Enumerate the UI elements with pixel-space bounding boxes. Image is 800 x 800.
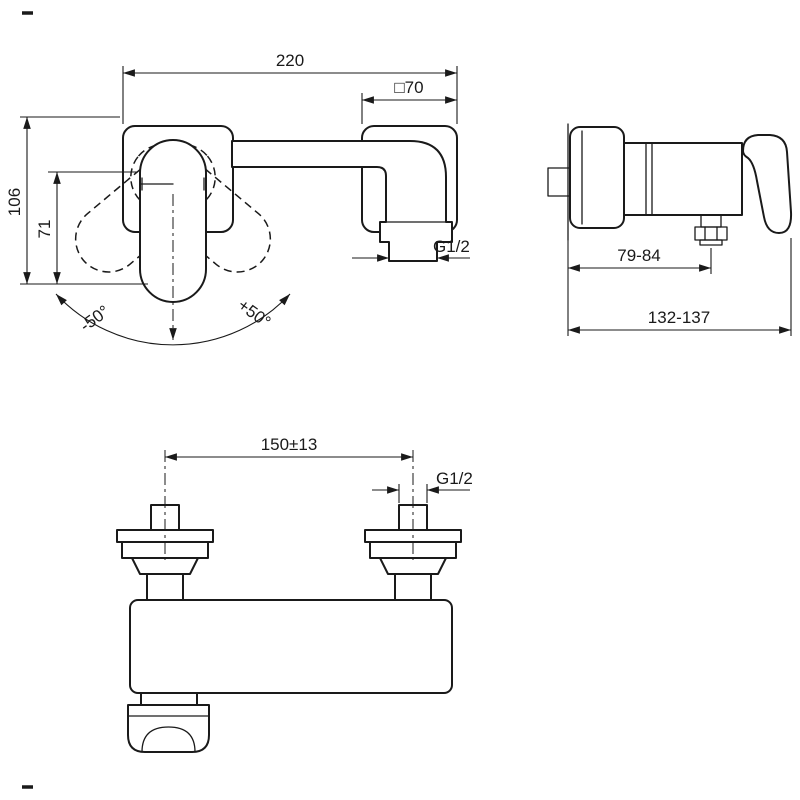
dim-outlet-thread: G1/2 [352, 237, 470, 262]
handle-side [742, 134, 793, 234]
dim-label-79-84: 79-84 [617, 246, 660, 265]
front-view: 220 □70 106 71 G1/2 [5, 51, 470, 346]
spout [231, 140, 453, 262]
dim-label-g12-shower: G1/2 [436, 469, 473, 488]
shower-view: 150±13 G1/2 [116, 435, 473, 753]
inlet-neck-right [394, 573, 432, 601]
dim-label-106: 106 [5, 188, 24, 216]
dim-label-71: 71 [35, 220, 54, 239]
handle-phantom-right [74, 143, 216, 273]
dim-height-total: 106 [5, 116, 148, 285]
dim-height-handle: 71 [35, 171, 138, 284]
inlet-neck-left [146, 573, 184, 601]
outlet-mouth-curve [141, 726, 196, 753]
outlet-hex-nut [694, 226, 728, 241]
side-view: 79-84 132-137 [547, 123, 793, 336]
dim-label-g12-front: G1/2 [433, 237, 470, 256]
angle-label-plus-50: +50° [234, 295, 274, 331]
side-escutcheon [569, 126, 625, 229]
dim-inlet-thread: G1/2 [372, 469, 473, 503]
outlet-neck [140, 692, 198, 706]
outlet-neck-side [700, 214, 722, 228]
crop-marks [22, 11, 33, 789]
dim-overall-width: 220 [122, 51, 458, 124]
dim-depth-body: 79-84 [567, 240, 712, 274]
shower-mixer-body [129, 599, 453, 694]
outlet-tip-side [699, 239, 723, 246]
dim-escutcheon-square: □70 [361, 78, 457, 124]
dim-label-150: 150±13 [261, 435, 318, 454]
swivel-arc [55, 293, 291, 346]
inlet-taper-right [379, 557, 447, 575]
shower-outlet [127, 692, 210, 753]
dim-label-132-137: 132-137 [648, 308, 710, 327]
wall-connector [547, 167, 571, 197]
dim-label-70: □70 [394, 78, 423, 97]
dim-label-220: 220 [276, 51, 304, 70]
inlet-right [364, 504, 462, 601]
mixer-body-side [623, 142, 743, 216]
outlet-housing [127, 704, 210, 753]
dim-inlet-centers: 150±13 [165, 435, 413, 461]
dim-depth-total: 132-137 [567, 238, 792, 336]
inlet-taper-left [131, 557, 199, 575]
